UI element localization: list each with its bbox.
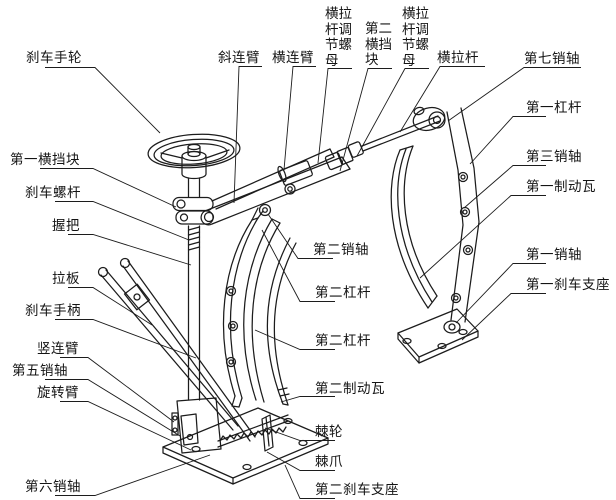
leader-pawl — [266, 451, 335, 471]
label-ratchet-wheel: 棘轮 — [315, 424, 343, 439]
leader-tie-rod-adjusting-nut-left — [317, 68, 352, 164]
second-support-base-drawing — [162, 407, 329, 485]
leader-sixth-pin — [55, 454, 211, 496]
label-pawl: 棘爪 — [315, 454, 343, 469]
leader-lines — [40, 66, 581, 499]
leader-second-stop-block — [339, 68, 392, 172]
label-brake-handwheel: 刹车手轮 — [26, 50, 82, 65]
label-seventh-pin: 第七销轴 — [524, 51, 580, 66]
second-brake-shoe-drawing — [266, 237, 297, 406]
first-brake-shoe-drawing — [390, 145, 438, 309]
leader-first-brake-support — [461, 293, 546, 341]
leader-first-lever — [469, 116, 546, 165]
label-diagonal-link-arm: 斜连臂 — [218, 50, 260, 65]
label-tie-rod: 横拉杆 — [437, 50, 479, 65]
leader-seventh-pin — [447, 67, 581, 122]
leader-brake-handwheel — [45, 67, 161, 134]
label-brake-screw: 刹车螺杆 — [25, 185, 81, 200]
label-second-brake-shoe: 第二制动瓦 — [315, 381, 385, 396]
label-rotating-arm: 旋转臂 — [37, 385, 79, 400]
tie-rod-drawing — [324, 115, 441, 171]
leader-vertical-link-arm — [60, 357, 175, 423]
label-fifth-pin: 第五销轴 — [12, 363, 68, 378]
leader-second-brake-shoe — [280, 396, 335, 403]
second-lever-bands-drawing — [222, 217, 281, 408]
leader-first-pin — [455, 263, 546, 324]
leader-brake-handle — [55, 319, 197, 359]
leader-second-lever-lower — [254, 329, 335, 350]
label-second-brake-support: 第二刹车支座 — [315, 482, 399, 497]
leader-first-brake-shoe — [419, 195, 546, 279]
label-third-pin: 第三销轴 — [526, 149, 582, 164]
label-pull-plate: 拉板 — [52, 271, 80, 286]
label-first-brake-support: 第一刹车支座 — [526, 277, 610, 292]
label-second-lever-upper: 第二杠杆 — [315, 285, 371, 300]
label-first-pin: 第一销轴 — [526, 247, 582, 262]
clevis-pin-drawing — [412, 106, 446, 132]
label-first-lever: 第一杠杆 — [526, 100, 582, 115]
leader-first-stop-block — [40, 168, 177, 208]
leader-second-lever-upper — [261, 229, 335, 302]
label-first-brake-shoe: 第一制动瓦 — [526, 179, 596, 194]
label-grip: 握把 — [52, 218, 80, 233]
hub-drawing — [181, 143, 207, 180]
first-lever-drawing — [443, 107, 480, 334]
label-second-lever-lower: 第二杠杆 — [315, 333, 371, 348]
first-support-base-drawing — [397, 308, 479, 364]
label-second-stop-block: 第二横挡块 — [365, 21, 392, 67]
pawl-drawing — [261, 414, 274, 452]
leader-tie-rod-adjusting-nut-right — [356, 68, 429, 157]
label-second-pin: 第二销轴 — [313, 242, 369, 257]
label-brake-handle: 刹车手柄 — [25, 303, 81, 318]
label-vertical-link-arm: 竖连臂 — [37, 341, 79, 356]
leader-horizontal-link-arm — [283, 66, 316, 171]
leader-rotating-arm — [60, 401, 192, 451]
leader-second-pin — [267, 213, 333, 259]
leader-fifth-pin — [45, 379, 181, 437]
handwheel-drawing — [147, 133, 241, 169]
label-first-stop-block: 第一横挡块 — [10, 152, 80, 167]
ratchet-drawing — [217, 414, 289, 448]
leader-diagonal-link-arm — [233, 66, 262, 204]
leader-brake-screw — [55, 201, 190, 241]
leader-grip — [68, 234, 192, 266]
leader-third-pin — [463, 165, 546, 209]
label-horizontal-link-arm: 横连臂 — [272, 50, 314, 65]
leader-tie-rod — [399, 66, 485, 133]
leader-ratchet-wheel — [264, 427, 335, 441]
label-tie-rod-adjusting-nut-right: 横拉杆调节螺母 — [402, 6, 429, 68]
label-tie-rod-adjusting-nut-left: 横拉杆调节螺母 — [325, 6, 352, 68]
leader-pull-plate — [68, 287, 153, 326]
link-arms-drawing — [200, 148, 351, 226]
rod-clamp-drawing — [123, 283, 151, 311]
leader-second-brake-support — [284, 464, 335, 499]
label-sixth-pin: 第六销轴 — [25, 479, 81, 494]
